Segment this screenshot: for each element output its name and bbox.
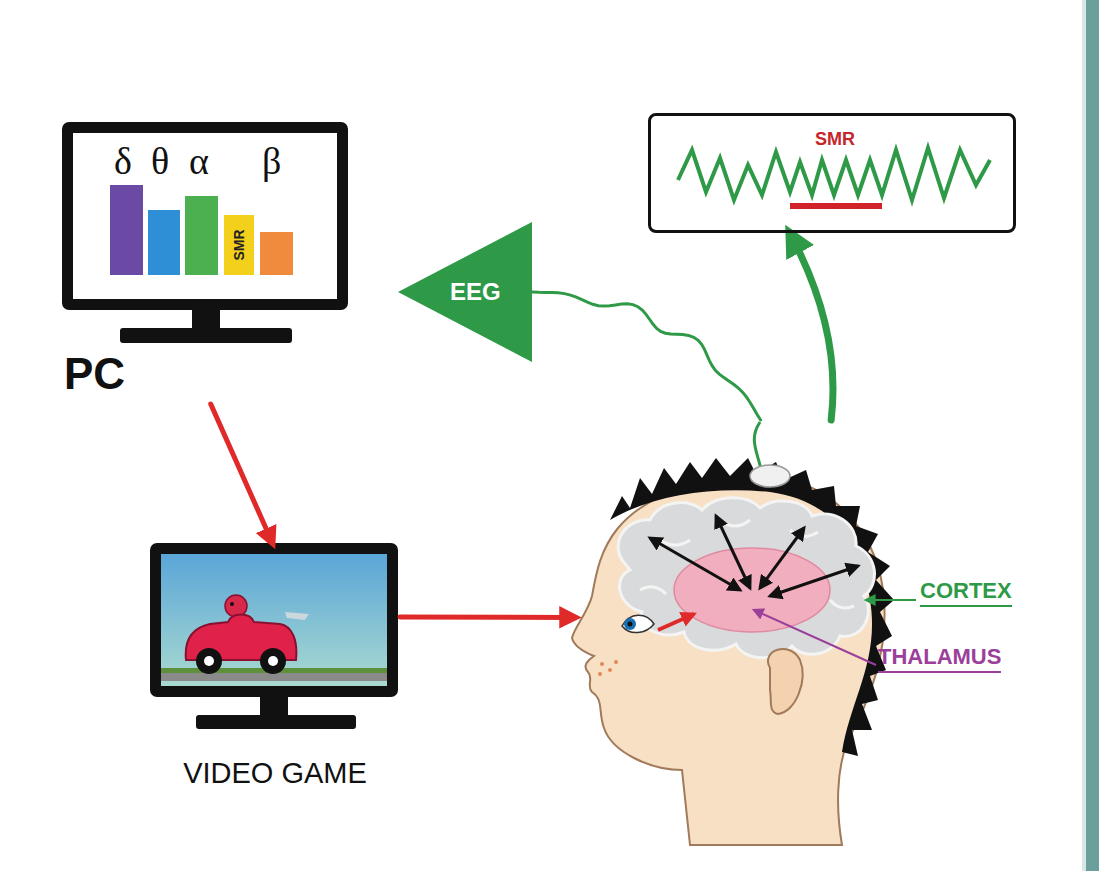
band-symbol: δ [114, 142, 132, 180]
connector [532, 292, 761, 420]
device-label: PC [64, 352, 125, 396]
signal-label: EEG [450, 280, 501, 304]
device-label: VIDEO GAME [183, 759, 367, 788]
band-symbol: α [189, 142, 209, 180]
pc-monitor [62, 122, 348, 343]
thalamus-label: THALAMUS [878, 646, 1001, 673]
game-monitor-box: VIDEO GAME [150, 543, 400, 798]
edge-band [1086, 0, 1099, 871]
cortex-label: CORTEX [920, 580, 1012, 607]
rhythm-label: SMR [815, 130, 855, 148]
smr-wave-box: SMR [648, 113, 1016, 233]
band-symbol: θ [151, 142, 169, 180]
connector [400, 614, 575, 619]
eeg-arrow: EEG [398, 222, 532, 362]
game-monitor [150, 543, 398, 729]
smr-wave [678, 148, 990, 209]
edge-band [1082, 0, 1086, 871]
head-region: CORTEX THALAMUS [575, 420, 1045, 840]
bar-label: SMR [232, 229, 246, 260]
connector [211, 404, 273, 543]
connector [790, 233, 833, 420]
band-symbol: β [262, 142, 281, 180]
head-figure [572, 422, 916, 845]
